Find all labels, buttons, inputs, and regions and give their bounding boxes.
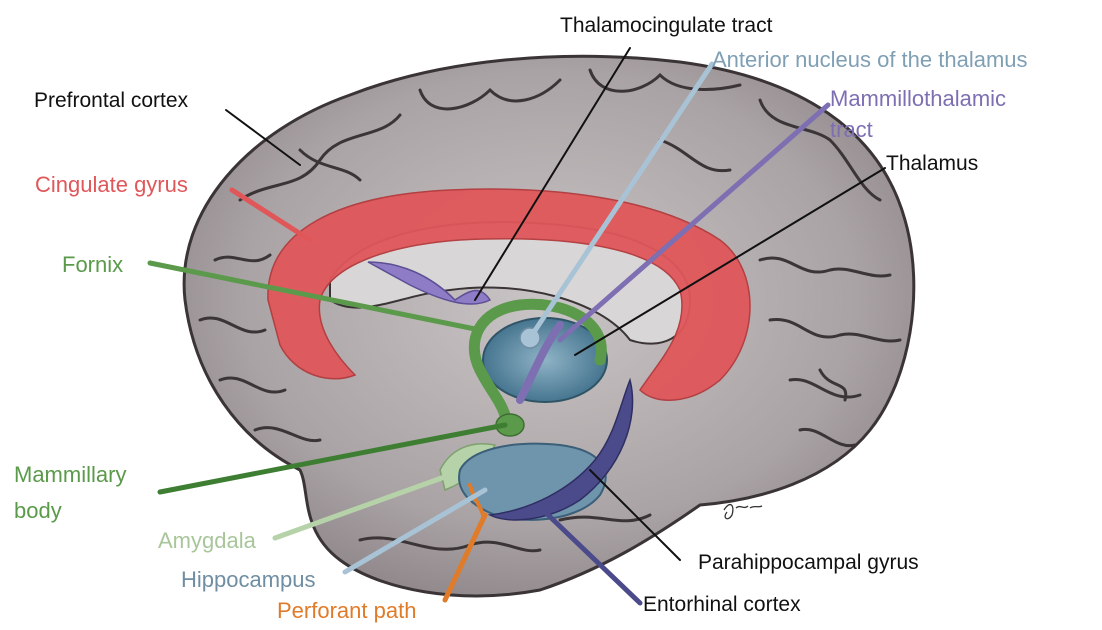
label-mammillothalamic-tract: Mammillothalamic tract (830, 83, 1006, 145)
label-parahippocampal-gyrus: Parahippocampal gyrus (698, 550, 919, 575)
label-mammillary-line1: Mammillary (14, 457, 126, 493)
artist-signature (724, 505, 762, 519)
label-thalamocingulate-tract: Thalamocingulate tract (560, 13, 772, 38)
label-mammillothalamic-line1: Mammillothalamic (830, 83, 1006, 114)
label-prefrontal-cortex: Prefrontal cortex (34, 88, 188, 113)
label-hippocampus: Hippocampus (181, 567, 316, 592)
label-mammillary-line2: body (14, 493, 126, 529)
label-thalamus: Thalamus (886, 151, 978, 176)
label-amygdala: Amygdala (158, 528, 256, 553)
label-fornix: Fornix (62, 252, 123, 277)
label-cingulate-gyrus: Cingulate gyrus (35, 172, 188, 197)
label-entorhinal-cortex: Entorhinal cortex (643, 592, 801, 617)
label-mammillothalamic-line2: tract (830, 114, 1006, 145)
thalamus-shape (483, 318, 607, 402)
label-perforant-path: Perforant path (277, 598, 416, 623)
label-anterior-nucleus: Anterior nucleus of the thalamus (712, 47, 1028, 72)
label-mammillary-body: Mammillary body (14, 457, 126, 529)
